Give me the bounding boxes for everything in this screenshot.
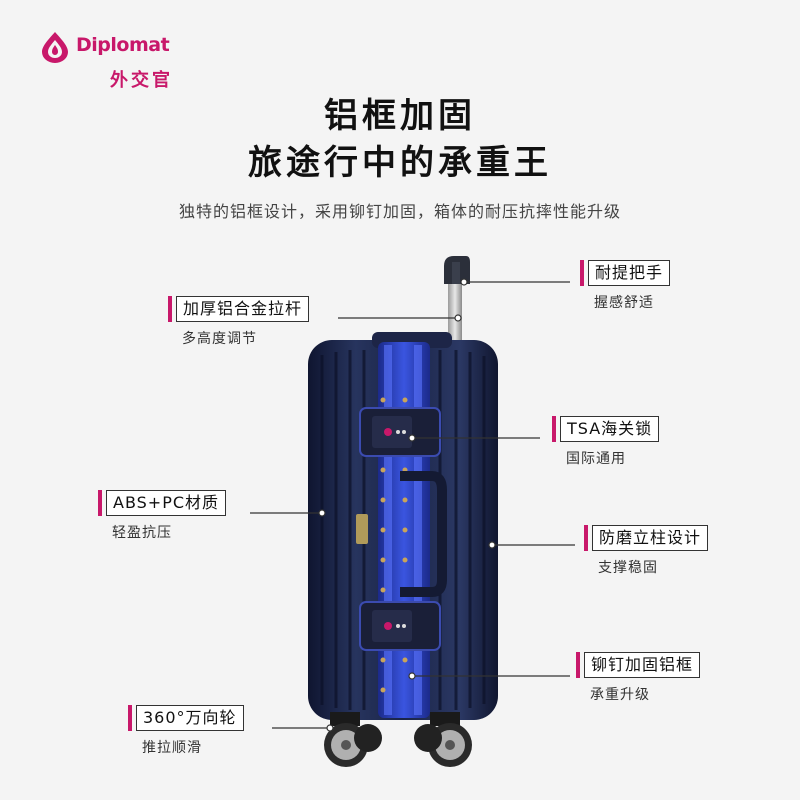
feature-desc: 国际通用 [566, 451, 626, 467]
headline-line2: 旅途行中的承重王 [248, 143, 552, 183]
droplet-logo-icon [42, 32, 68, 63]
feature-desc: 推拉顺滑 [142, 740, 202, 756]
spinner-wheels [324, 712, 472, 767]
feature-title: ABS+PC材质 [106, 490, 227, 516]
feature-title: 防磨立柱设计 [592, 525, 709, 551]
feature-title: 铆钉加固铝框 [584, 652, 701, 678]
feature-desc: 轻盈抗压 [112, 525, 172, 541]
telescopic-handle [444, 256, 470, 340]
side-handle [400, 471, 447, 597]
feature-desc: 承重升级 [590, 687, 650, 703]
brand-logo: Diplomat 外交官 [38, 30, 188, 91]
tsa-lock-bottom [359, 601, 441, 651]
headline-line1: 铝框加固 [324, 96, 476, 136]
feature-desc: 握感舒适 [594, 295, 654, 311]
tsa-lock-top [359, 407, 441, 457]
brand-name-cn: 外交官 [110, 70, 173, 91]
feature-title: TSA海关锁 [560, 416, 660, 442]
feature-title: 耐提把手 [588, 260, 671, 286]
feature-desc: 支撑稳固 [598, 560, 658, 576]
feature-title: 加厚铝合金拉杆 [176, 296, 310, 322]
brand-name: Diplomat [76, 34, 170, 56]
subtitle: 独特的铝框设计，采用铆钉加固，箱体的耐压抗摔性能升级 [178, 202, 621, 221]
feature-title: 360°万向轮 [136, 705, 244, 731]
leader-lines [250, 281, 575, 729]
feature-desc: 多高度调节 [182, 331, 257, 347]
